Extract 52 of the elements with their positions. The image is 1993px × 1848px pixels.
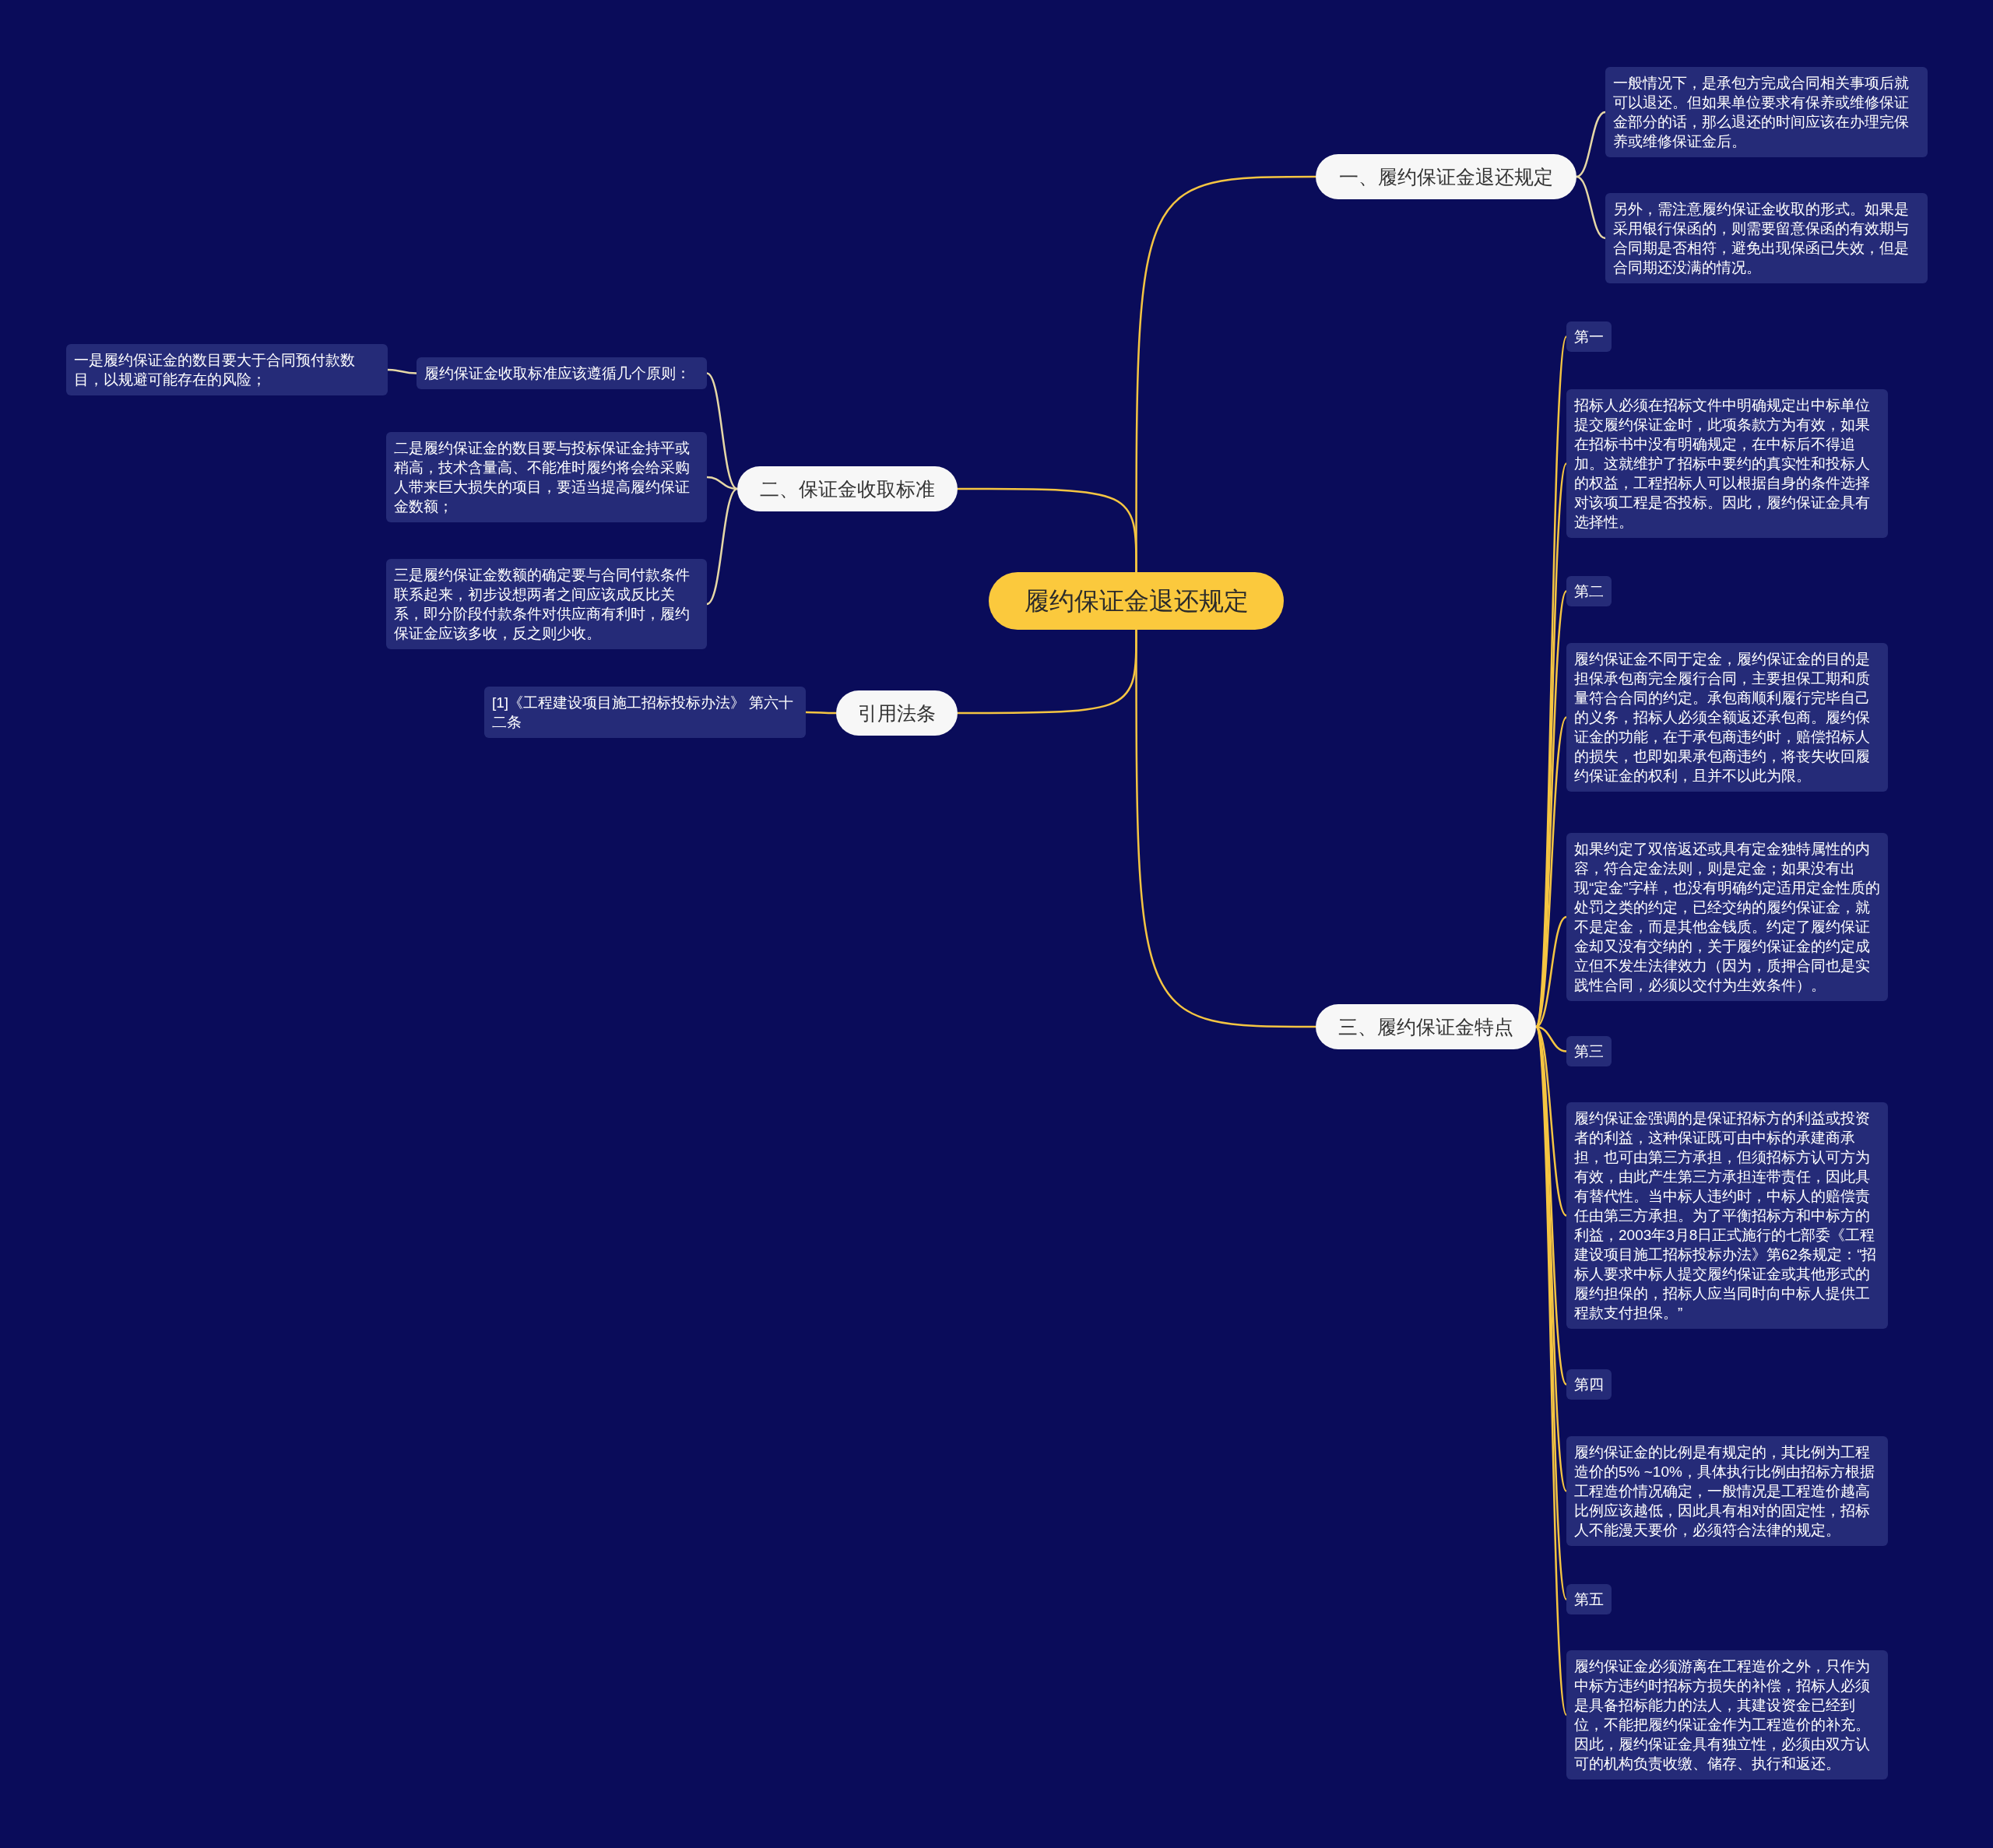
topic-text: 二、保证金收取标准 bbox=[759, 477, 936, 501]
connector-line bbox=[1576, 111, 1606, 178]
note-text: 一是履约保证金的数目要大于合同预付款数目，以规避可能存在的风险； bbox=[74, 351, 356, 389]
branch-topic-pill bbox=[1316, 154, 1576, 199]
note-text: 招标人必须在招标文件中明确规定出中标单位提交履约保证金时，此项条款方为有效，如果在招标书中没有明确规定，在中标后不得追加。这就维护了招标中要约的真实性和投标人的权益，工程招标人可以根据自身的条件选择对该项工程是否投标。因此，履约保证金具有选择性。 bbox=[1574, 396, 1871, 532]
note-card bbox=[417, 357, 707, 389]
note-text: 履约保证金收取标准应该遵循几个原则： bbox=[424, 364, 691, 383]
tag-text: 第五 bbox=[1574, 1590, 1604, 1609]
connector-line bbox=[958, 487, 1137, 572]
topic-text: 履约保证金退还规定 bbox=[1023, 586, 1250, 617]
tag-text: 第四 bbox=[1574, 1375, 1604, 1394]
topic-text: 一、履约保证金退还规定 bbox=[1338, 165, 1554, 189]
note-card bbox=[1605, 67, 1928, 157]
branch-topic-pill bbox=[1316, 1004, 1536, 1049]
note-card bbox=[386, 559, 707, 649]
note-card bbox=[386, 432, 707, 522]
connector-line bbox=[387, 368, 417, 374]
note-card bbox=[1566, 643, 1888, 792]
note-text: 三是履约保证金数额的确定要与合同付款条件联系起来，初步设想两者之间应该成反比关系，即分阶段付款条件对供应商有利时，履约保证金应该多收，反之则少收。 bbox=[394, 566, 691, 643]
connector-line bbox=[706, 372, 738, 490]
topic-text: 三、履约保证金特点 bbox=[1337, 1015, 1514, 1039]
note-text: 另外，需注意履约保证金收取的形式。如果是采用银行保函的，则需要留意保函的有效期与合同期是否相符，避免出现保函已失效，但是合同期还没满的情况。 bbox=[1613, 200, 1910, 277]
connector-line bbox=[1576, 175, 1606, 240]
tag-text: 第一 bbox=[1574, 328, 1604, 346]
note-card bbox=[66, 344, 388, 395]
connector-line bbox=[706, 487, 738, 606]
tag-card bbox=[1566, 1036, 1612, 1066]
connector-line bbox=[1135, 630, 1316, 1028]
note-card bbox=[1566, 1436, 1888, 1546]
branch-topic-pill bbox=[737, 466, 958, 511]
tag-card bbox=[1566, 576, 1612, 606]
note-card bbox=[1566, 389, 1888, 538]
note-text: [1]《工程建设项目施工招标投标办法》 第六十二条 bbox=[492, 694, 795, 732]
topic-text: 引用法条 bbox=[857, 701, 937, 725]
note-card bbox=[1566, 1650, 1888, 1779]
note-text: 履约保证金必须游离在工程造价之外，只作为中标方违约时招标方损失的补偿，招标人必须是具备招标能力的法人，其建设资金已经到位，不能把履约保证金作为工程造价的补充。因此，履约保证金具有独立性，必须由双方认可的机构负责收缴、储存、执行和返还。 bbox=[1574, 1657, 1871, 1773]
note-text: 一般情况下，是承包方完成合同相关事项后就可以退还。但如果单位要求有保养或维修保证金部分的话，那么退还的时间应该在办理完保养或维修保证金后。 bbox=[1613, 74, 1910, 151]
note-text: 履约保证金不同于定金，履约保证金的目的是担保承包商完全履行合同，主要担保工期和质量符合合同的约定。承包商顺利履行完毕自己的义务，招标人必须全额返还承包商。履约保证金的功能，在于承包商违约时，赔偿招标人的损失，也即如果承包商违约，将丧失收回履约保证金的权利，且并不以此为限。 bbox=[1574, 650, 1871, 785]
tag-card bbox=[1566, 1584, 1612, 1614]
branch-topic-pill bbox=[836, 690, 958, 736]
tag-text: 第二 bbox=[1574, 582, 1604, 601]
note-text: 如果约定了双倍返还或具有定金独特属性的内容，符合定金法则，则是定金；如果没有出现“定金”字样，也没有明确约定适用定金性质的处罚之类的约定，已经交纳的履约保证金，就不是定金，而是其他金钱质。约定了履约保证金却又没有交纳的，关于履约保证金的约定成立但不发生法律效力（因为，质押合同也是实践性合同，必须以交付为生效条件）。 bbox=[1574, 840, 1880, 995]
tag-card bbox=[1566, 321, 1612, 352]
note-text: 二是履约保证金的数目要与投标保证金持平或稍高，技术含量高、不能准时履约将会给采购人带来巨大损失的项目，要适当提高履约保证金数额； bbox=[394, 439, 691, 516]
note-card bbox=[484, 687, 806, 738]
connector-line bbox=[806, 711, 836, 715]
note-text: 履约保证金的比例是有规定的，其比例为工程造价的5% ~10%，具体执行比例由招标方根据工程造价情况确定，一般情况是工程造价越高比例应该越低，因此具有相对的固定性，招标人不能漫天要价，必须符合法律的规定。 bbox=[1574, 1443, 1875, 1540]
connector-line bbox=[706, 476, 738, 490]
note-text: 履约保证金强调的是保证招标方的利益或投资者的利益，这种保证既可由中标的承建商承担，也可由第三方承担，但须招标方认可方为有效，由此产生第三方承担连带责任，因此具有替代性。当中标人违约时，中标人的赔偿责任由第三方承担。为了平衡招标方和中标方的利益，2003年3月8日正式施行的七部委《工程建设项目施工招标投标办法》第62条规定：“招标人要求中标人提交履约保证金或其他形式的履约担保的，招标人应当同时向中标人提供工程款支付担保。” bbox=[1574, 1109, 1878, 1323]
note-card bbox=[1605, 193, 1928, 283]
tag-card bbox=[1566, 1369, 1612, 1400]
tag-text: 第三 bbox=[1574, 1042, 1604, 1061]
